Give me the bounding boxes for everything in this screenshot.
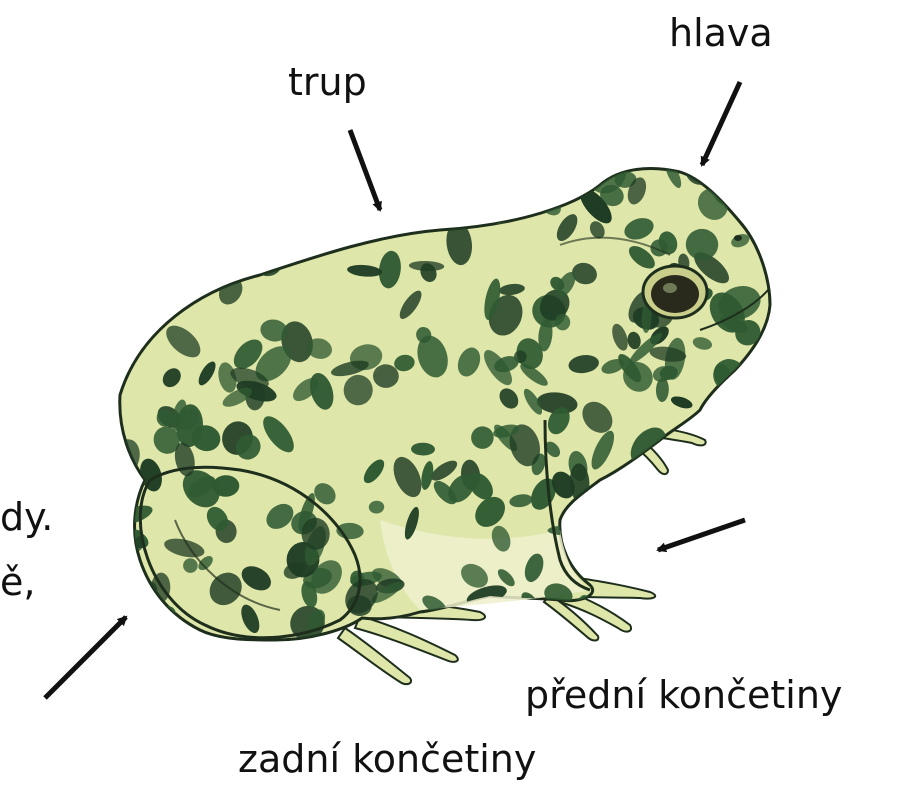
- skin-spot: [217, 226, 251, 249]
- skin-spot: [323, 155, 359, 183]
- skin-spot: [177, 215, 204, 262]
- skin-spot: [104, 214, 134, 246]
- skin-spot: [93, 297, 139, 342]
- skin-spot: [167, 163, 201, 201]
- skin-spot: [298, 197, 324, 221]
- skin-spot: [264, 213, 293, 246]
- skin-spot: [703, 446, 731, 469]
- skin-spot: [184, 160, 221, 201]
- nostril: [734, 235, 742, 241]
- skin-spot: [228, 206, 262, 243]
- arrow-trup: [350, 130, 380, 210]
- skin-spot: [392, 208, 410, 229]
- skin-spot: [751, 370, 774, 409]
- skin-spot: [103, 404, 121, 426]
- skin-spot: [751, 461, 786, 492]
- cropped-text-line-2: ě,: [0, 563, 35, 601]
- skin-spot: [638, 479, 660, 508]
- skin-spot: [746, 474, 775, 503]
- skin-spot: [490, 607, 522, 646]
- skin-spot: [210, 229, 233, 252]
- skin-spot: [655, 619, 691, 653]
- skin-spot: [689, 470, 714, 489]
- skin-spot: [629, 541, 663, 574]
- skin-spot: [647, 569, 686, 612]
- skin-spot: [639, 574, 689, 627]
- skin-spot: [721, 512, 754, 553]
- cropped-text-line-1: dy.: [0, 498, 53, 536]
- skin-spot: [170, 202, 213, 247]
- skin-spot: [235, 154, 286, 202]
- skin-spot: [714, 149, 746, 193]
- skin-spot: [649, 609, 670, 627]
- label-head: hlava: [669, 14, 773, 52]
- skin-spot: [423, 172, 456, 197]
- skin-spot: [361, 201, 386, 231]
- skin-spot: [646, 527, 663, 550]
- skin-spot: [681, 557, 707, 583]
- skin-spot: [741, 450, 761, 482]
- skin-spot: [707, 548, 738, 590]
- skin-spot: [564, 158, 594, 189]
- eye: [643, 266, 707, 318]
- skin-spot: [401, 178, 436, 218]
- label-front-limbs: přední končetiny: [525, 676, 842, 714]
- label-hind-limbs: zadní končetiny: [238, 740, 536, 778]
- skin-spot: [712, 605, 737, 650]
- skin-spot: [612, 516, 652, 552]
- skin-spot: [130, 248, 174, 298]
- skin-spot: [571, 500, 597, 526]
- skin-spot: [308, 168, 345, 206]
- skin-spot: [696, 469, 722, 485]
- skin-spot: [101, 161, 125, 185]
- skin-spot: [146, 205, 180, 241]
- skin-spot: [161, 241, 182, 263]
- label-trunk: trup: [288, 63, 367, 101]
- skin-spot: [189, 205, 212, 224]
- skin-spot: [417, 149, 454, 183]
- skin-spot: [498, 176, 537, 218]
- skin-spot: [392, 156, 440, 207]
- skin-spot: [98, 292, 135, 333]
- skin-spot: [316, 205, 346, 239]
- skin-spot: [748, 166, 779, 195]
- skin-spot: [211, 154, 259, 206]
- skin-spot: [735, 492, 783, 543]
- skin-spot: [757, 226, 802, 266]
- arrow-zadni: [45, 617, 126, 698]
- skin-spot: [708, 555, 736, 587]
- skin-spot: [443, 173, 473, 188]
- skin-spot: [138, 215, 176, 245]
- skin-spot: [738, 604, 782, 648]
- arrow-predni: [658, 520, 745, 550]
- skin-spot: [463, 190, 506, 221]
- arrow-hlava: [702, 82, 740, 165]
- skin-spot: [764, 419, 790, 456]
- skin-spot: [317, 212, 345, 250]
- skin-spot: [739, 383, 771, 413]
